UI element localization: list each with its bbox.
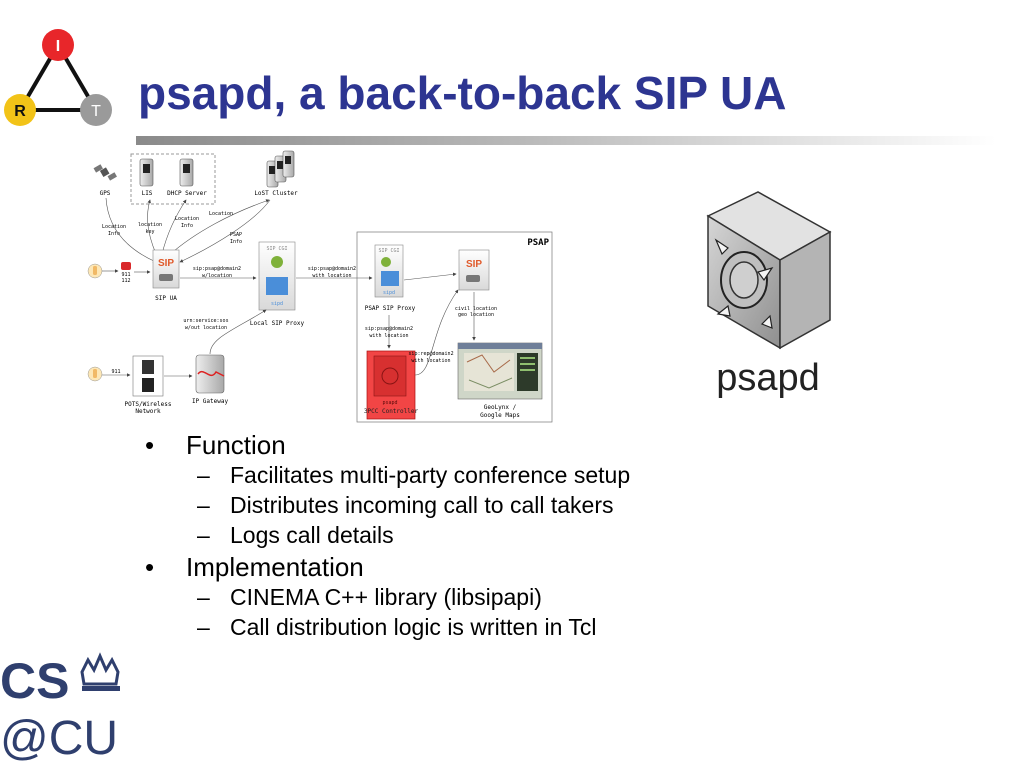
edge-urn-label: urn:service:sos <box>183 318 228 324</box>
title-divider <box>136 136 996 145</box>
emergency-number-911: 911 <box>121 272 130 278</box>
edge-sip-psap-ctrl-label-2: with location <box>369 333 408 339</box>
emergency-number-112: 112 <box>121 278 130 284</box>
sub-bullet: –Facilitates multi-party conference setu… <box>140 460 740 490</box>
local-sip-proxy-icon: SIP CGI sipd <box>258 241 296 311</box>
edge-sip-psap-with-label-2: with location <box>312 273 351 279</box>
pots-wireless-icon <box>132 355 164 397</box>
lis-label: LIS <box>142 190 153 197</box>
edge-location-label: Location <box>209 211 233 217</box>
edge-location-info-label-2: Info <box>108 231 120 237</box>
local-proxy-sip-cgi-label: SIP CGI <box>266 246 287 252</box>
caller-hand-icon <box>87 263 103 279</box>
dhcp-server-icon <box>179 158 194 187</box>
gps-satellite-icon <box>93 164 117 181</box>
cu-logo-text: @CU <box>0 712 118 762</box>
caller-hand-icon-2 <box>87 366 103 382</box>
bullet-mark: • <box>145 430 155 460</box>
psapd-logo-text: psapd <box>716 357 820 399</box>
lis-dhcp-group <box>130 153 216 205</box>
bullet-function: • Function <box>140 430 740 460</box>
edge-location-key-label-2: key <box>145 229 154 235</box>
sub-bullet-mark: – <box>197 462 210 488</box>
psap-proxy-sip-cgi-label: SIP CGI <box>378 248 399 254</box>
crown-icon <box>80 652 120 691</box>
geolynx-label: GeoLynx / <box>484 404 517 411</box>
sub-bullet-text: Logs call details <box>230 522 394 548</box>
local-sip-proxy-label: Local SIP Proxy <box>250 320 305 327</box>
sip-client-sip-logo: SIP <box>466 259 482 270</box>
gps-label: GPS <box>100 190 111 197</box>
edge-sip-psap-wloc-label-2: w/location <box>202 273 232 279</box>
network-label: Network <box>135 408 161 415</box>
bullet-label: Function <box>186 430 286 460</box>
sub-bullet-text: Call distribution logic is written in Tc… <box>230 614 597 640</box>
psap-proxy-sipd-label: sipd <box>383 290 395 296</box>
sub-bullet: –Logs call details <box>140 520 740 550</box>
sub-bullet: –Call distribution logic is written in T… <box>140 612 740 642</box>
lost-cluster-icon <box>266 150 295 188</box>
slide-title: psapd, a back-to-back SIP UA <box>138 67 787 119</box>
3pcc-controller-node: psapd <box>366 350 416 420</box>
bullet-implementation: • Implementation <box>140 552 740 582</box>
cs-columbia-logo: CS @CU <box>0 652 120 762</box>
irt-logo-letter-r: R <box>14 103 26 120</box>
edge-sip-psap-ctrl-label: sip:psap@domain2 <box>365 326 413 332</box>
psapd-mini-icon <box>373 355 407 397</box>
bullet-list: •Function –Facilitates multi-party confe… <box>140 428 740 642</box>
psap-boundary <box>356 231 553 423</box>
psap-sip-proxy-label: PSAP SIP Proxy <box>365 305 416 312</box>
sub-bullet-text: CINEMA C++ library (libsipapi) <box>230 584 542 610</box>
geolynx-map-screenshot <box>457 342 543 400</box>
sub-bullet: –CINEMA C++ library (libsipapi) <box>140 582 740 612</box>
bullet-mark: • <box>145 552 155 582</box>
sub-bullet: –Distributes incoming call to call taker… <box>140 490 740 520</box>
bullet-label: Implementation <box>186 552 364 582</box>
red-phone-icon <box>121 262 131 270</box>
pots-911-label: 911 <box>111 369 120 375</box>
ip-gateway-icon <box>195 354 225 394</box>
edge-location-key-label: location <box>138 222 162 228</box>
sip-ua-icon: SIP <box>152 249 180 289</box>
psap-label: PSAP <box>527 238 549 248</box>
sub-bullet-mark: – <box>197 522 210 548</box>
edge-location-info-b-label-2: Info <box>181 223 193 229</box>
edge-sip-psap-wloc-label: sip:psap@domain2 <box>193 266 241 272</box>
irt-logo: I R T <box>4 29 112 126</box>
edge-civil-location-label: civil location <box>455 306 497 312</box>
3pcc-controller-label: 3PCC Controller <box>364 408 419 415</box>
google-maps-label: Google Maps <box>480 412 520 419</box>
controller-psapd-label: psapd <box>382 400 397 406</box>
irt-logo-letter-i: I <box>56 38 60 55</box>
sip-client-icon: SIP <box>458 249 490 291</box>
lis-server-icon <box>139 158 154 187</box>
sub-bullet-text: Facilitates multi-party conference setup <box>230 462 631 488</box>
edge-psap-info-label-2: Info <box>230 239 242 245</box>
edge-geo-location-label: geo location <box>458 312 494 318</box>
edge-sip-psap-with-label: sip:psap@domain2 <box>308 266 356 272</box>
local-proxy-sipd-label: sipd <box>271 301 283 307</box>
sub-bullet-mark: – <box>197 614 210 640</box>
dhcp-server-label: DHCP Server <box>167 190 207 197</box>
edge-location-info-label: Location <box>102 224 126 230</box>
sub-bullet-mark: – <box>197 584 210 610</box>
edge-sip-rep-label: sip:rep@domain2 <box>408 351 453 357</box>
sip-ua-label: SIP UA <box>155 295 177 302</box>
ip-gateway-label: IP Gateway <box>192 398 229 405</box>
psap-sip-proxy-icon: SIP CGI sipd <box>374 244 404 298</box>
lost-cluster-label: LoST Cluster <box>254 190 298 197</box>
edge-sip-rep-label-2: with location <box>411 358 450 364</box>
psap-network-diagram: GPS LIS DHCP Server LoST Cluster Locatio… <box>87 150 553 423</box>
sub-bullet-text: Distributes incoming call to call takers <box>230 492 614 518</box>
psapd-logo: psapd <box>706 191 832 399</box>
sip-ua-sip-logo: SIP <box>158 258 174 269</box>
edge-urn-label-2: w/out location <box>185 325 227 331</box>
cs-logo-text: CS <box>0 653 69 709</box>
sub-bullet-mark: – <box>197 492 210 518</box>
edge-psap-info-label: PSAP <box>230 232 242 238</box>
pots-wireless-label: POTS/Wireless <box>125 401 172 408</box>
edge-location-info-b-label: Location <box>175 216 199 222</box>
irt-logo-letter-t: T <box>91 103 101 120</box>
